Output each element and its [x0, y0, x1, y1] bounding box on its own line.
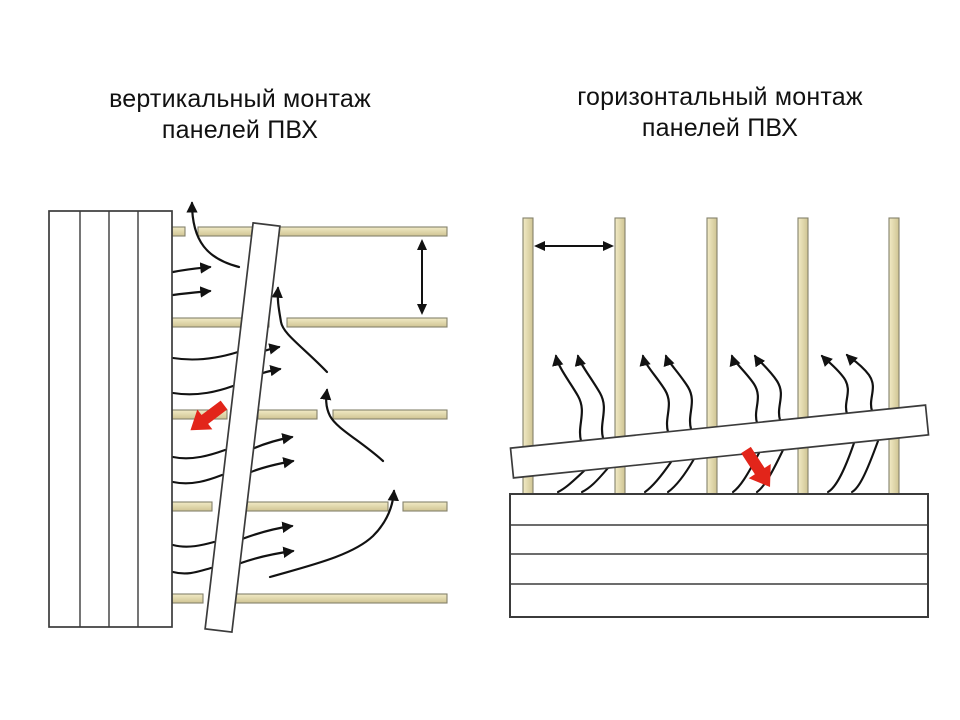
batten-spacing-arrow — [534, 241, 614, 251]
tilted-pvc-panel — [509, 404, 930, 479]
batten-segment — [888, 217, 900, 496]
pvc-panel-stack — [509, 493, 929, 618]
flow-arrow — [663, 354, 693, 431]
left-diagram — [48, 201, 448, 634]
batten-segment — [797, 217, 809, 496]
flow-line — [643, 460, 673, 494]
flow-arrow — [239, 546, 295, 565]
tilted-pvc-panel — [204, 221, 281, 634]
batten-segment — [171, 501, 213, 512]
flow-arrow — [820, 354, 849, 416]
flow-line — [826, 441, 856, 494]
flow-line — [171, 540, 216, 548]
batten-segment — [257, 409, 318, 420]
flow-arrow — [552, 354, 583, 443]
batten-segment — [197, 226, 448, 237]
left-title-line1: вертикальный монтаж — [109, 85, 371, 113]
batten-segment — [242, 501, 389, 512]
flow-arrow — [186, 201, 241, 269]
flow-line — [580, 466, 610, 494]
flow-arrow — [753, 354, 782, 422]
flow-line — [850, 439, 880, 494]
airflow-arrows-right — [552, 353, 874, 443]
flow-arrow — [845, 353, 874, 413]
flow-line — [556, 469, 586, 494]
arrowhead-down — [417, 304, 427, 315]
batten-segment — [171, 593, 204, 604]
flow-arrow — [271, 286, 329, 374]
pvc-panel-block-outline — [48, 210, 173, 628]
flow-line — [171, 473, 224, 485]
flow-line — [171, 448, 227, 460]
airflow-arrows-left — [171, 201, 400, 579]
pvc-panel-block — [48, 210, 173, 628]
flow-line — [666, 457, 696, 494]
left-title-line2: панелей ПВХ — [161, 116, 319, 144]
batten-spacing-arrow — [417, 239, 427, 315]
flow-line — [171, 566, 213, 575]
red-insert-arrow — [190, 400, 228, 431]
batten-segment — [171, 226, 186, 237]
flow-arrow — [639, 354, 670, 434]
batten-segment — [231, 593, 448, 604]
flow-arrow — [250, 433, 294, 451]
batten-segment — [286, 317, 448, 328]
airflow-lines-left — [171, 350, 240, 575]
red-insert-arrow — [741, 446, 771, 487]
flow-arrow — [261, 364, 282, 377]
arrowhead-left — [534, 241, 545, 251]
flow-arrow — [249, 457, 295, 474]
right-title-line2: панелей ПВХ — [641, 114, 799, 142]
flow-arrow — [319, 388, 385, 463]
arrowhead-right — [603, 241, 614, 251]
flow-arrow — [171, 262, 212, 274]
flow-line — [171, 350, 240, 361]
left-diagram-title: вертикальный монтаж панелей ПВХ — [40, 84, 440, 146]
arrowhead-up — [417, 239, 427, 250]
right-diagram — [509, 217, 930, 618]
right-diagram-title: горизонтальный монтаж панелей ПВХ — [520, 82, 920, 144]
flow-arrow — [574, 354, 605, 440]
flow-arrow — [729, 354, 759, 425]
flow-arrow — [171, 286, 212, 298]
pvc-panel-stack-outline — [509, 493, 929, 618]
batten-segment — [402, 501, 448, 512]
flow-arrow — [240, 521, 294, 541]
batten-segment — [332, 409, 448, 420]
flow-line — [171, 384, 235, 396]
right-title-line1: горизонтальный монтаж — [577, 83, 863, 111]
flow-arrow — [268, 489, 400, 579]
